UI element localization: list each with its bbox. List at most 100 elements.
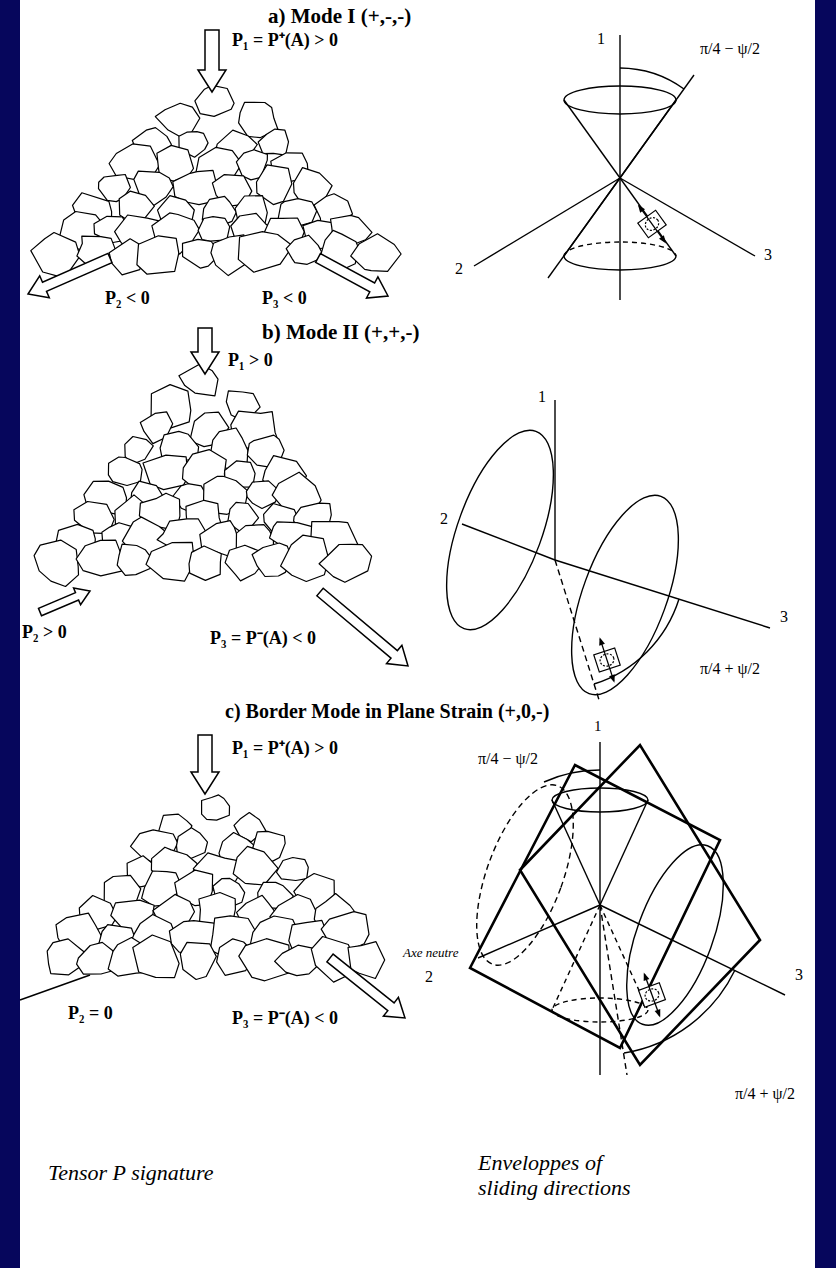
slip-arrow <box>639 206 665 242</box>
panel-heading: b) Mode II (+,+,-) <box>262 320 420 344</box>
arrow-head <box>655 1009 663 1019</box>
axis-number: 2 <box>455 260 463 278</box>
sliding-grain <box>629 198 675 250</box>
axis-line <box>474 178 620 266</box>
rock <box>276 858 308 881</box>
rock <box>195 85 234 116</box>
cone-envelope <box>20 742 785 1075</box>
cone-rim <box>564 256 676 270</box>
axis-number: 1 <box>597 30 605 48</box>
force-label: P₁ = P⁺(A) > 0 <box>232 30 338 51</box>
rock <box>258 129 288 155</box>
force-arrow <box>198 30 226 92</box>
granular-pile <box>34 364 372 587</box>
force-label: P₁ = P⁺(A) > 0 <box>232 738 338 759</box>
axis-line <box>620 178 755 256</box>
cone-rim-hidden <box>564 242 676 256</box>
axis-line <box>20 975 90 1000</box>
angle-label: π/4 − ψ/2 <box>478 750 538 768</box>
rock <box>351 234 401 272</box>
rock <box>180 942 216 979</box>
force-label: P₂ > 0 <box>22 622 67 643</box>
axis-line <box>555 560 770 628</box>
force-arrow <box>317 588 408 666</box>
force-label: P₃ < 0 <box>262 288 307 309</box>
generator-line <box>555 560 600 703</box>
force-label: P₃ = P⁻(A) < 0 <box>210 628 316 649</box>
arrow-head <box>635 203 645 213</box>
axis-number: 1 <box>594 718 602 735</box>
rock <box>319 544 372 582</box>
sliding-grain <box>633 969 670 1022</box>
axis-number: 2 <box>425 968 433 986</box>
sliding-plane <box>470 765 720 1048</box>
force-label: P₂ < 0 <box>105 288 150 309</box>
figure-caption: Enveloppes of sliding directions <box>478 1150 658 1201</box>
arrow-head <box>597 636 605 645</box>
angle-arc <box>594 599 679 684</box>
axis-line <box>619 35 620 300</box>
arrow-head <box>659 235 669 245</box>
arrow-head <box>609 674 617 683</box>
cone-rim <box>607 833 743 1038</box>
axis-number: 3 <box>780 608 788 626</box>
slip-arrow <box>644 974 659 1015</box>
cone-rim <box>564 86 676 114</box>
cone-envelope <box>425 400 770 708</box>
cone-edge <box>600 800 648 905</box>
axis-line <box>600 905 785 995</box>
cone-rim <box>425 417 576 643</box>
cone-envelope <box>474 35 755 300</box>
axis-number: 3 <box>764 246 772 264</box>
rock <box>117 544 152 575</box>
force-label: P₃ = P⁻(A) < 0 <box>232 1008 338 1029</box>
force-arrow <box>327 954 405 1018</box>
cone-rim-hidden <box>457 773 593 978</box>
sliding-grain <box>589 634 625 686</box>
force-arrow <box>191 735 219 794</box>
sliding-plane <box>520 745 760 1065</box>
angle-label: π/4 + ψ/2 <box>735 1085 795 1103</box>
slip-arrow <box>600 639 614 681</box>
angle-arc <box>624 970 735 1053</box>
cone-edge <box>564 100 620 178</box>
panel-heading: a) Mode I (+,-,-) <box>268 4 411 28</box>
rock <box>76 540 123 576</box>
force-label: P₁ > 0 <box>228 350 273 371</box>
rock <box>275 945 318 975</box>
cone-edge <box>620 100 676 178</box>
rock <box>34 540 78 586</box>
cone-rim-hidden <box>552 998 648 1022</box>
rock <box>108 457 142 486</box>
panel-heading: c) Border Mode in Plane Strain (+,0,-) <box>225 700 549 723</box>
rock <box>238 232 292 273</box>
angle-label: π/4 − ψ/2 <box>700 40 760 58</box>
axis-number: 2 <box>440 510 448 528</box>
rock <box>281 535 329 581</box>
arrow-head <box>641 971 649 981</box>
axis-line <box>554 400 555 560</box>
rock <box>133 935 179 978</box>
rock <box>233 846 278 885</box>
rock <box>198 217 230 242</box>
cone-edge <box>620 178 676 256</box>
generator-line <box>600 905 627 1075</box>
cone-rim <box>552 788 648 812</box>
force-arrow <box>191 328 219 374</box>
cone-edge <box>552 905 600 1010</box>
generator-line <box>548 75 694 278</box>
force-arrow <box>28 253 112 297</box>
rock <box>202 795 230 820</box>
angle-arc <box>620 68 684 89</box>
angle-label: π/4 + ψ/2 <box>700 660 760 678</box>
figure-caption: Tensor P signature <box>48 1160 213 1185</box>
granular-pile <box>31 85 401 277</box>
rock <box>146 542 194 581</box>
angle-arc <box>544 770 600 782</box>
axis-number: 3 <box>795 966 803 984</box>
axis-number: 1 <box>538 388 546 406</box>
rock <box>137 236 179 274</box>
force-arrow <box>316 254 388 298</box>
